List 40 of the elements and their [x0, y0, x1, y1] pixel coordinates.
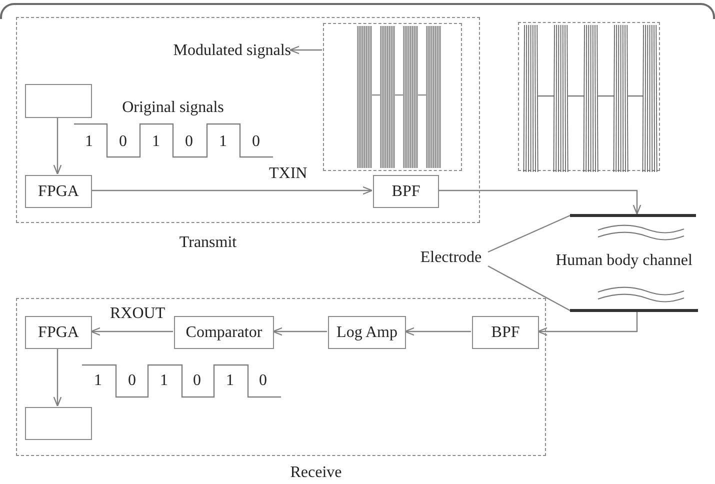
bit-label: 1: [94, 372, 102, 390]
process-box: Comparator: [174, 316, 274, 349]
electrode-plate: [570, 309, 698, 312]
callout-text: Electrode: [414, 248, 488, 268]
arrow: [53, 348, 62, 407]
bit-label: 1: [226, 372, 234, 390]
annotation-text: Original signals: [122, 99, 224, 117]
arrow: [91, 186, 373, 195]
bit-label: 0: [193, 372, 201, 390]
process-box: BPF: [472, 316, 539, 349]
bit-label: 0: [259, 372, 267, 390]
arrow: [289, 46, 322, 54]
annotation-text: Human body channel: [556, 252, 692, 270]
arrow: [90, 327, 173, 336]
bit-label: 0: [128, 372, 136, 390]
process-box: Log Amp: [328, 316, 406, 349]
bit-label: 1: [219, 133, 227, 151]
leader-line: [488, 265, 570, 312]
callout-text: Modulated signals: [151, 42, 291, 60]
arrow: [53, 117, 62, 175]
bit-label: 0: [252, 133, 260, 151]
process-box: BPF: [373, 175, 439, 208]
arrow: [438, 190, 642, 215]
process-box: [25, 84, 92, 118]
process-box: FPGA: [25, 316, 92, 349]
bit-label: 1: [160, 372, 168, 390]
arrow: [272, 327, 327, 336]
group-title: Receive: [290, 464, 342, 482]
process-box: [25, 407, 92, 440]
group-title: Transmit: [179, 234, 237, 252]
leader-line: [488, 214, 570, 253]
process-box: FPGA: [25, 175, 92, 208]
arrow: [537, 312, 638, 336]
bit-label: 0: [185, 133, 193, 151]
electrode-plate: [570, 214, 696, 217]
waveform-panel: [323, 23, 462, 171]
bit-label: 1: [152, 133, 160, 151]
bit-label: 0: [119, 133, 127, 151]
bit-label: 1: [85, 133, 93, 151]
arrow: [404, 327, 471, 336]
